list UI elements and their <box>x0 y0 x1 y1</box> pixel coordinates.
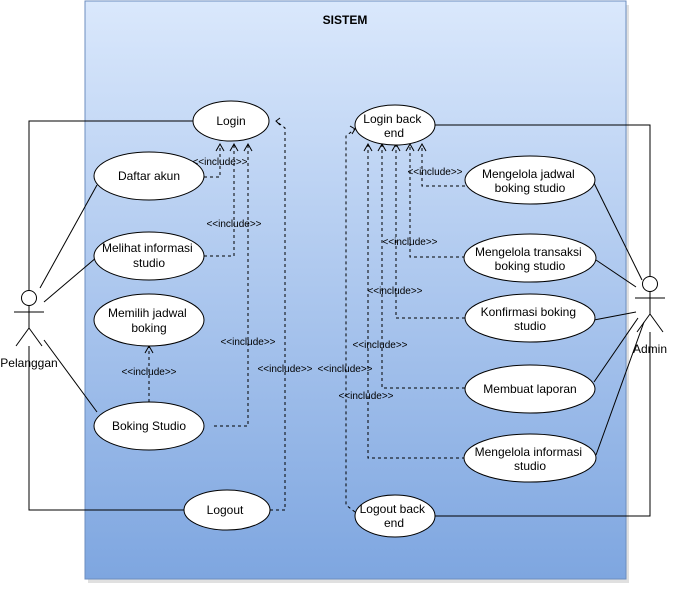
use-case-mengelola-transaksi-label: Mengelola transaksi boking studio <box>475 245 585 273</box>
use-case-daftar-akun-label: Daftar akun <box>118 169 180 183</box>
include-label: <<include>> <box>192 157 247 168</box>
include-label: <<include>> <box>220 337 275 348</box>
use-case-login-label: Login <box>216 114 245 128</box>
include-label: <<include>> <box>382 237 437 248</box>
use-case-membuat-laporan <box>464 364 596 414</box>
use-case-mengelola-transaksi <box>463 233 597 283</box>
use-case-boking-studio <box>93 401 205 451</box>
associations <box>28 120 651 517</box>
use-case-login-back-end-label: Login back end <box>363 112 424 140</box>
use-case-logout <box>183 489 271 531</box>
actor-pelanggan <box>14 290 44 347</box>
use-case-login <box>192 100 270 142</box>
use-case-memilih-jadwal <box>93 293 205 347</box>
use-case-melihat-informasi <box>93 231 205 281</box>
use-case-mengelola-informasi-label: Mengelola informasi studio <box>475 445 586 473</box>
include-label: <<include>> <box>407 167 462 178</box>
use-case-login-back-end <box>354 104 436 146</box>
use-case-konfirmasi-label: Konfirmasi boking studio <box>481 305 580 333</box>
include-label: <<include>> <box>367 286 422 297</box>
system-boundary <box>84 0 627 580</box>
include-label: <<include>> <box>121 367 176 378</box>
include-label: <<include>> <box>317 364 372 375</box>
use-case-memilih-jadwal-label: Memilih jadwal boking <box>108 306 190 335</box>
use-case-mengelola-informasi <box>463 433 597 483</box>
include-label: <<include>> <box>338 391 393 402</box>
include-label: <<include>> <box>257 364 312 375</box>
use-case-logout-back-end-label: Logout back end <box>360 502 429 530</box>
include-lines <box>148 120 465 513</box>
use-case-mengelola-jadwal <box>464 155 596 205</box>
use-case-boking-studio-label: Boking Studio <box>112 419 186 433</box>
use-case-logout-back-end <box>354 494 436 538</box>
use-case-melihat-informasi-label: Melihat informasi studio <box>102 241 196 270</box>
system-title: SISTEM <box>323 13 368 27</box>
use-case-daftar-akun <box>93 151 205 201</box>
use-case-konfirmasi <box>464 293 596 343</box>
use-case-logout-label: Logout <box>207 503 244 517</box>
include-label: <<include>> <box>206 219 261 230</box>
include-label: <<include>> <box>352 340 407 351</box>
actor-admin <box>635 276 665 333</box>
use-case-mengelola-jadwal-label: Mengelola jadwal boking studio <box>482 167 578 195</box>
include-arrowheads <box>144 117 427 354</box>
use-case-membuat-laporan-label: Membuat laporan <box>483 382 576 396</box>
